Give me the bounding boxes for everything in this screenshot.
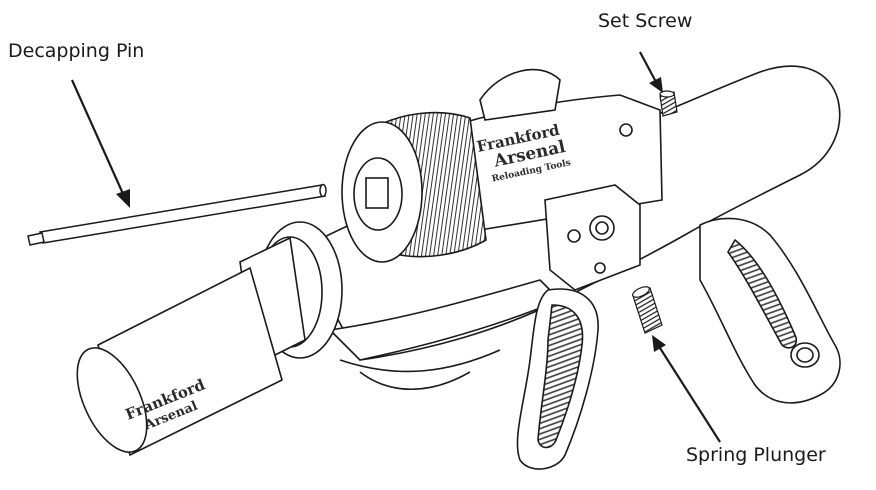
decapping-pin-label: Decapping Pin (8, 40, 145, 62)
spring-plunger-label: Spring Plunger (686, 444, 826, 466)
front-barrel (76, 221, 343, 457)
set-screw-arrow (639, 51, 663, 93)
spring-plunger-arrow (652, 335, 721, 443)
set-screw (659, 90, 678, 117)
decapping-pin-arrow (70, 79, 130, 208)
top-tab (479, 68, 561, 121)
rear-handle (699, 217, 841, 404)
front-grip (516, 288, 599, 470)
leader-arrows (70, 51, 721, 443)
set-screw-label: Set Screw (598, 10, 693, 32)
clamp-block (544, 184, 641, 291)
spring-plunger (632, 286, 663, 334)
decapping-pin (27, 183, 327, 246)
